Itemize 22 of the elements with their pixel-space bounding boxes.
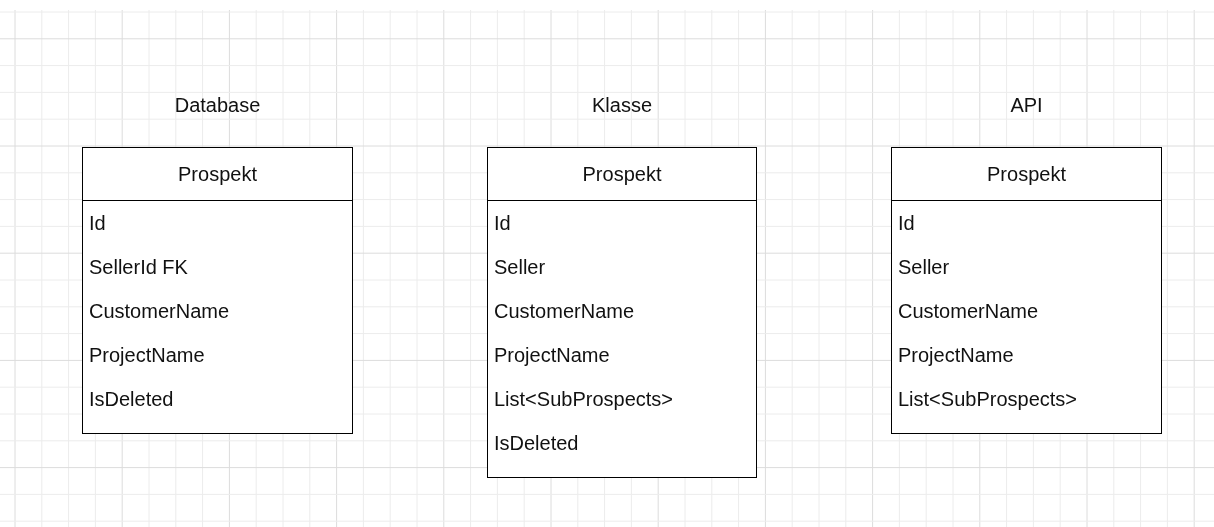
field-name: CustomerName	[88, 299, 231, 324]
field-name: List<SubProspects>	[493, 387, 674, 412]
field-name: Seller	[493, 255, 547, 280]
field-name: SellerId FK	[88, 255, 189, 280]
table-title: Klasse	[591, 94, 653, 117]
field-name: List<SubProspects>	[897, 387, 1078, 412]
table-title: API	[1009, 94, 1044, 117]
field-name: IsDeleted	[88, 387, 175, 412]
table-header: Prospekt	[582, 162, 662, 186]
field-name: Id	[88, 211, 107, 236]
field-name: Seller	[897, 255, 951, 280]
field-name: Id	[897, 211, 916, 236]
field-name: IsDeleted	[493, 431, 580, 456]
table-header: Prospekt	[178, 162, 257, 186]
field-name: ProjectName	[88, 343, 206, 368]
table-title: Database	[173, 94, 262, 117]
field-name: CustomerName	[897, 299, 1040, 324]
field-name: ProjectName	[493, 343, 611, 368]
field-name: CustomerName	[493, 299, 636, 324]
field-name: ProjectName	[897, 343, 1015, 368]
field-name: Id	[493, 211, 512, 236]
table-header: Prospekt	[987, 162, 1066, 186]
